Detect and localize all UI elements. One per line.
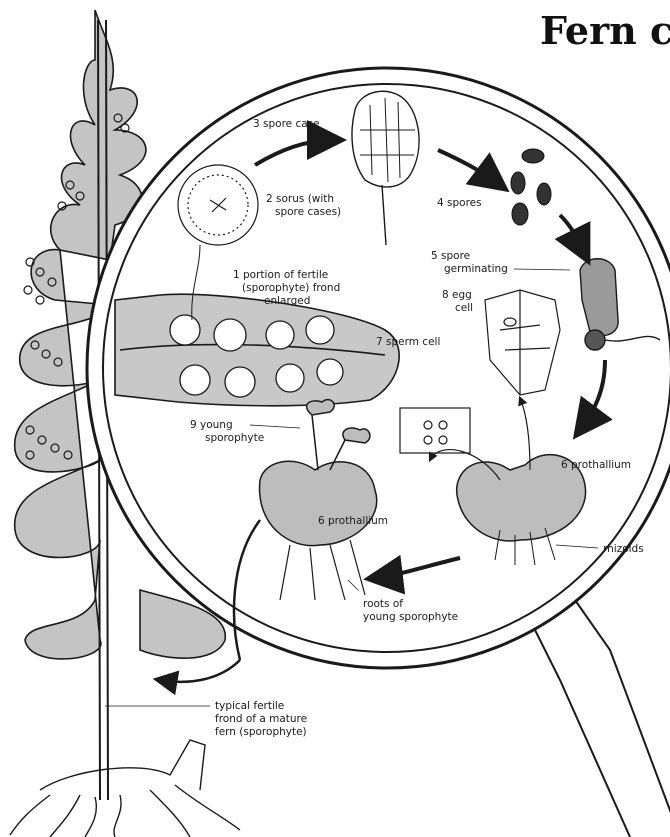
label-typical-frond-3: fern (sporophyte) bbox=[215, 726, 307, 738]
label-prothallium-right: 6 prothallium bbox=[561, 459, 631, 471]
label-sorus-2: spore cases) bbox=[275, 206, 341, 218]
label-portion-2: (sporophyte) frond bbox=[242, 282, 340, 294]
label-typical-frond-1: typical fertile bbox=[215, 700, 284, 712]
label-spores: 4 spores bbox=[437, 197, 482, 209]
label-rhizoids: rhizoids bbox=[603, 543, 644, 555]
label-spore-germinating-2: germinating bbox=[444, 263, 508, 275]
label-spore-case: 3 spore case bbox=[253, 118, 320, 130]
mature-fern-roots bbox=[10, 740, 240, 837]
label-egg-cell-2: cell bbox=[455, 302, 473, 314]
label-spore-germinating-1: 5 spore bbox=[431, 250, 470, 262]
label-egg-cell-1: 8 egg bbox=[442, 289, 472, 301]
label-roots-1: roots of bbox=[363, 598, 403, 610]
label-portion-1: 1 portion of fertile bbox=[233, 269, 328, 281]
label-typical-frond-2: frond of a mature bbox=[215, 713, 307, 725]
label-sorus-1: 2 sorus (with bbox=[266, 193, 334, 205]
label-sperm-cell: 7 sperm cell bbox=[376, 336, 440, 348]
label-young-sporophyte-2: sporophyte bbox=[205, 432, 264, 444]
label-roots-2: young sporophyte bbox=[363, 611, 458, 623]
label-prothallium-left: 6 prothallium bbox=[318, 515, 388, 527]
sperm-cell bbox=[400, 408, 470, 453]
label-young-sporophyte-1: 9 young bbox=[190, 419, 233, 431]
label-portion-3: enlarged bbox=[264, 295, 310, 307]
